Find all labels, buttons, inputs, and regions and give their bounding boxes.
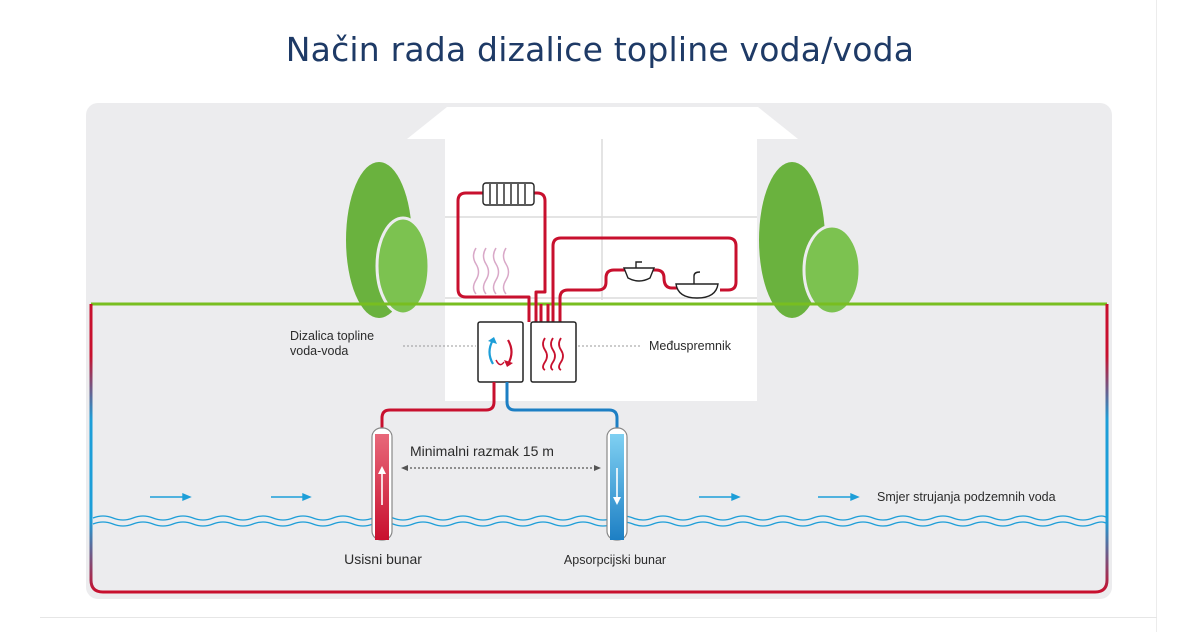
down-arrow-icon [613, 497, 621, 505]
buffer-tank-label: Međuspremnik [649, 339, 732, 353]
tree-right-icon [759, 162, 862, 318]
groundwater-wave-icon [92, 515, 1108, 521]
ground-frame-left [89, 304, 104, 594]
heat-pump-label-line2: voda-voda [290, 344, 348, 358]
heat-pump-unit [477, 321, 524, 383]
hot-water-pipe [551, 236, 738, 322]
flow-arrow-icon [150, 492, 860, 502]
bottom-divider [40, 617, 1157, 618]
buffer-tank-unit [530, 321, 577, 383]
return-pipe [505, 382, 619, 433]
bathtub-icon [675, 271, 719, 299]
up-arrow-icon [378, 466, 386, 474]
sink-icon [622, 261, 656, 282]
intake-well [371, 427, 393, 541]
absorption-well-label: Apsorpcijski bunar [564, 553, 666, 567]
page-title: Način rada dizalice topline voda/voda [285, 30, 915, 69]
distance-dimension [401, 465, 601, 471]
right-divider [1156, 0, 1157, 632]
radiator-pipe [456, 191, 547, 322]
groundwater-flow-label: Smjer strujanja podzemnih voda [877, 490, 1056, 504]
absorption-well [606, 427, 628, 541]
radiator-icon [482, 182, 535, 206]
heat-pump-label: Dizalica topline [290, 329, 374, 343]
ground-frame-right [1094, 304, 1109, 594]
house [407, 107, 798, 401]
floor-heating-icon [472, 247, 510, 295]
intake-pipe [380, 382, 496, 433]
tree-left-icon [346, 162, 431, 318]
min-distance-label: Minimalni razmak 15 m [410, 443, 554, 459]
dimension-arrow-left-icon [401, 465, 408, 471]
dimension-arrow-right-icon [594, 465, 601, 471]
intake-well-label: Usisni bunar [344, 551, 422, 567]
heat-waves-icon [542, 337, 564, 371]
